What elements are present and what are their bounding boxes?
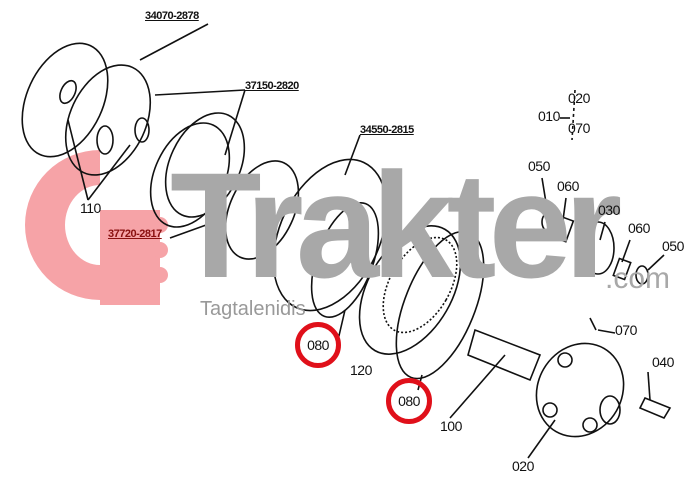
part-number-34070-2878: 34070-2878 <box>145 10 199 22</box>
watermark-owner: Tagtalenidis <box>200 298 306 320</box>
callout-020-range: 020 <box>568 90 590 106</box>
callout-070: 070 <box>615 322 637 338</box>
part-number-37720-2817: 37720-2817 <box>108 228 162 240</box>
highlighted-callout-080: 080 <box>295 322 341 368</box>
callout-040: 040 <box>652 354 674 370</box>
part-number-37150-2820: 37150-2820 <box>245 80 299 92</box>
callout-020: 020 <box>512 458 534 474</box>
highlighted-callout-080-second: 080 <box>386 378 432 424</box>
callout-050: 050 <box>528 158 550 174</box>
callout-060: 060 <box>557 178 579 194</box>
part-number-34550-2815: 34550-2815 <box>360 124 414 136</box>
callout-050-right: 050 <box>662 238 684 254</box>
callout-010: 010 <box>538 108 560 124</box>
callout-120: 120 <box>350 362 372 378</box>
callout-060-right: 060 <box>628 220 650 236</box>
watermark-brand: Trakter <box>170 141 622 309</box>
logo-gear-icon <box>25 150 168 305</box>
callout-100: 100 <box>440 418 462 434</box>
callout-070-range: 070 <box>568 120 590 136</box>
watermark-domain: .com <box>605 262 671 295</box>
callout-110: 110 <box>80 200 101 216</box>
callout-030: 030 <box>598 202 620 218</box>
